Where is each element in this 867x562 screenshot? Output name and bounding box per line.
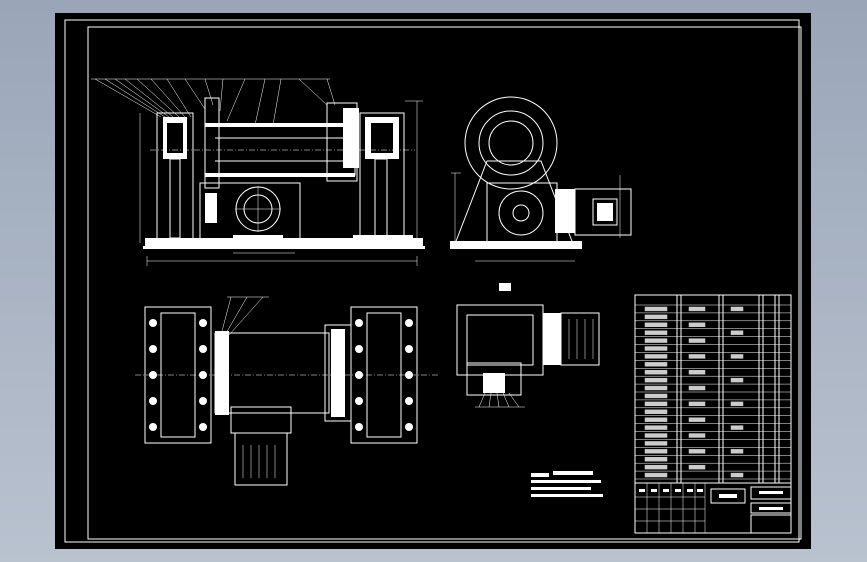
bom-cell-mark (644, 449, 668, 454)
bom-cell-mark (644, 472, 668, 478)
bom-cell-mark (644, 354, 668, 359)
drawing-sheet (55, 13, 811, 549)
bom-cell-mark (688, 417, 706, 422)
bom-cell-mark (644, 433, 668, 438)
bom-cell-mark (644, 417, 668, 422)
bom-cell-mark (644, 393, 668, 399)
side-view (450, 96, 632, 262)
bom-cell-mark (730, 449, 744, 454)
bom-cell-mark (644, 322, 668, 327)
bom-cell-mark (688, 433, 706, 438)
bom-cell-mark (730, 306, 744, 312)
outer-border (64, 19, 800, 543)
bom-cell-mark (644, 346, 668, 351)
bom-cell-mark (644, 409, 668, 414)
bom-table (634, 294, 792, 484)
bom-cell-mark (644, 314, 668, 320)
bom-cell-mark (644, 385, 668, 391)
bom-cell-mark (644, 362, 668, 367)
bom-cell-mark (644, 377, 668, 383)
front-view (91, 78, 425, 266)
bom-cell-mark (644, 330, 668, 335)
bom-cell-mark (688, 370, 706, 375)
title-block (634, 482, 792, 534)
bom-cell-mark (644, 401, 668, 407)
bom-cell-mark (688, 385, 706, 391)
bom-cell-mark (644, 464, 668, 470)
bom-cell-mark (730, 425, 744, 430)
bom-cell-mark (688, 464, 706, 470)
bom-cell-mark (688, 306, 706, 312)
cad-drawing (64, 19, 802, 543)
bom-cell-mark (644, 306, 668, 312)
bom-cell-mark (688, 401, 706, 407)
bom-cell-mark (644, 425, 668, 430)
inner-border (87, 26, 802, 540)
technical-notes (531, 471, 603, 497)
bom-cell-mark (730, 354, 744, 359)
bom-cell-mark (644, 338, 668, 343)
bom-cell-mark (688, 449, 706, 454)
bom-cell-mark (730, 401, 744, 407)
bom-cell-mark (688, 338, 706, 343)
bom-cell-mark (730, 472, 744, 478)
bom-cell-mark (644, 457, 668, 462)
bom-cell-mark (688, 322, 706, 327)
bom-cell-mark (730, 377, 744, 383)
bom-cell-mark (644, 441, 668, 446)
bom-cell-mark (644, 370, 668, 375)
bom-cell-mark (688, 354, 706, 359)
bom-cell-mark (730, 330, 744, 335)
plan-view (135, 296, 440, 486)
motor-detail (456, 283, 600, 408)
